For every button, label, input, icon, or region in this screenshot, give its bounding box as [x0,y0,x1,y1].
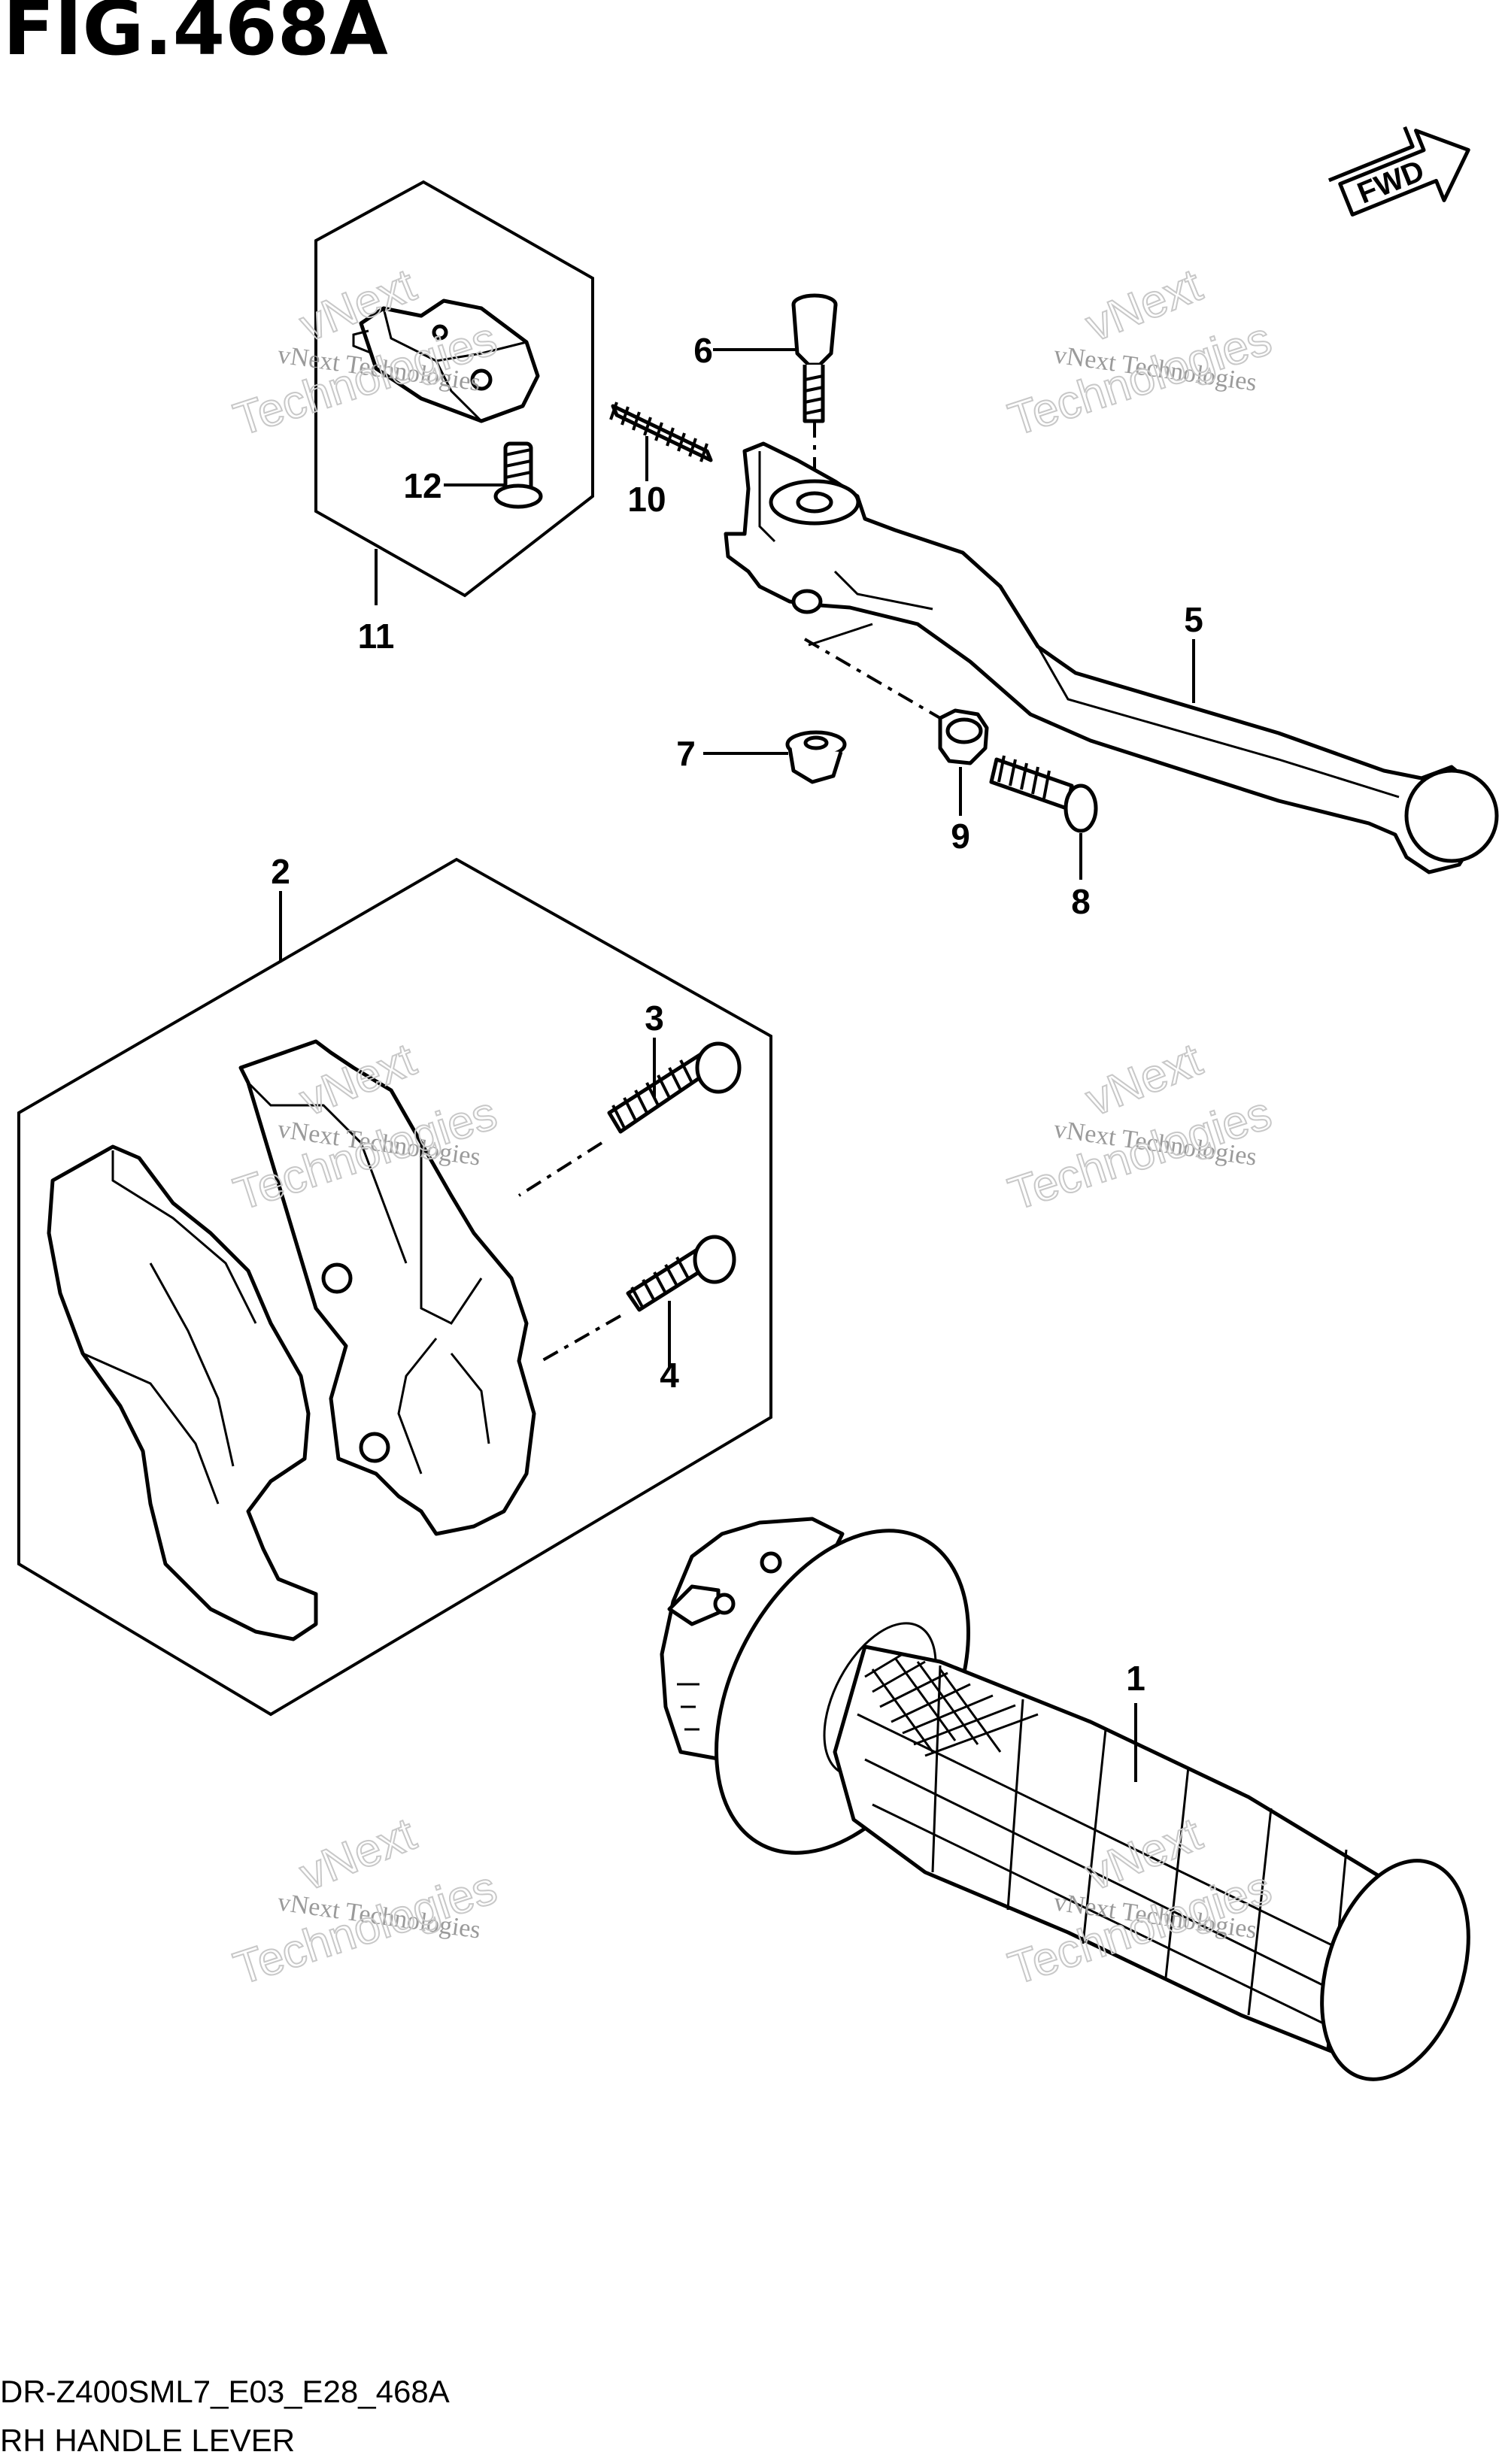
clamp-rear-half [47,1144,318,1641]
watermark-middle-right: vNext Technologies vNext Technologies [1002,1033,1279,1222]
lever-bracket-box [17,857,772,1717]
callout-12: 12 [403,466,441,505]
watermark-top-right: vNext Technologies vNext Technologies [1002,259,1279,447]
nut-9 [938,708,989,765]
clamp-front-half [238,1039,536,1536]
callout-4: 4 [660,1356,679,1395]
nut-7 [785,730,847,784]
callout-5: 5 [1184,600,1203,639]
bolt-8 [989,755,1098,833]
bolt-6 [791,293,838,489]
figure-subtitle: RH HANDLE LEVER [0,2423,295,2458]
spring-10 [609,402,713,462]
callout-10: 10 [627,480,666,519]
forward-direction-arrow-icon: FWD [1327,126,1470,217]
screw-3 [517,1041,742,1197]
callout-2: 2 [271,852,290,891]
callout-3: 3 [645,999,664,1038]
watermark-top-left: vNext Technologies vNext Technologies [227,259,504,447]
callout-11: 11 [358,617,395,656]
brake-lever-5 [724,441,1499,874]
switch-body [352,299,540,423]
throttle-grip-1 [660,1517,1470,2081]
figure-title: FIG.468A [3,0,388,72]
callout-6: 6 [693,331,713,370]
callout-9: 9 [951,817,970,856]
svg-text:vNext: vNext [293,1808,423,1901]
callout-1: 1 [1126,1659,1145,1698]
model-code: DR-Z400SML7_E03_E28_468A [0,2374,450,2409]
callout-7: 7 [676,734,696,773]
switch-assembly-box [314,180,594,598]
watermark-bottom-left: vNext Technologies vNext Technologies [227,1808,504,1996]
screw-4 [541,1235,736,1362]
screw-12 [493,441,543,509]
callout-8: 8 [1071,882,1091,921]
